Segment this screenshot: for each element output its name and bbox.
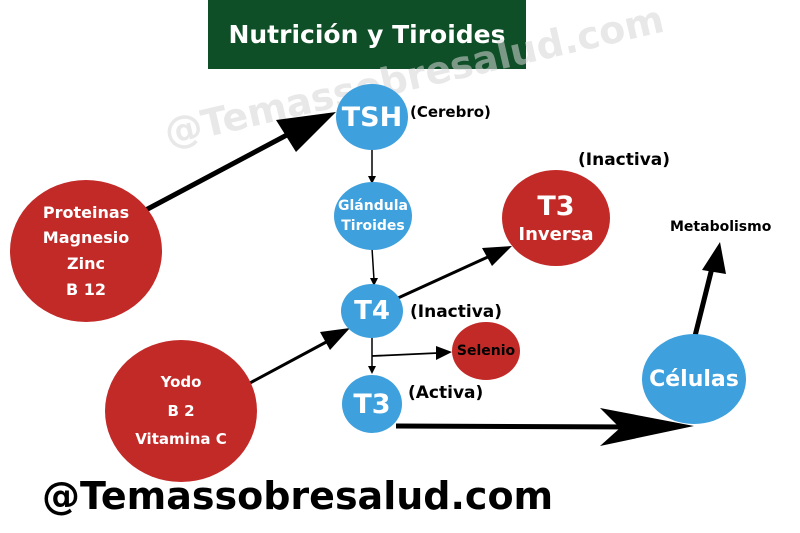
tsh-label: TSH: [341, 101, 403, 133]
selenio-label: Selenio: [456, 343, 516, 359]
arrowhead-selenio: [436, 346, 452, 360]
t4-node: T4: [341, 284, 403, 338]
nutrients-2-line-2: B 2: [167, 401, 195, 420]
selenio-node: Selenio: [452, 322, 520, 380]
arrowhead-metabolismo: [702, 242, 726, 274]
arrow-t4-to-selenio: [371, 352, 439, 357]
t3-inversa-line-1: T3: [537, 190, 575, 222]
t4-note: (Inactiva): [410, 302, 503, 322]
arrowhead-t3: [368, 366, 376, 374]
tsh-note: (Cerebro): [410, 103, 491, 121]
glandula-tiroides-node: Glándula Tiroides: [334, 182, 412, 250]
arrow-t4-to-t3-inversa: [397, 254, 491, 300]
nutrients-1-line-3: Zinc: [67, 254, 105, 273]
nutrients-group-1-node: Proteinas Magnesio Zinc B 12: [10, 180, 162, 322]
t3-inversa-node: T3 Inversa: [502, 170, 610, 266]
celulas-node: Células: [642, 334, 746, 424]
arrow-celulas-to-metabolismo: [692, 259, 717, 337]
glandula-line-1: Glándula: [338, 197, 408, 214]
t4-label: T4: [354, 296, 390, 326]
t3-inversa-note: (Inactiva): [578, 150, 671, 170]
arrow-t3-to-celulas: [395, 423, 641, 430]
arrowhead-t4: [370, 278, 378, 286]
celulas-label: Células: [649, 366, 739, 392]
arrowhead-celulas: [600, 408, 694, 446]
nutrients-group-2-node: Yodo B 2 Vitamina C: [105, 340, 257, 482]
arrow-glandula-to-t4: [371, 247, 375, 281]
arrowhead-glandula: [368, 176, 376, 184]
arrow-nutrients-to-tsh: [140, 125, 302, 215]
metabolismo-label: Metabolismo: [670, 219, 772, 235]
diagram-title: Nutrición y Tiroides: [208, 0, 526, 69]
t3-inversa-line-2: Inversa: [518, 223, 594, 245]
nutrients-1-line-1: Proteinas: [42, 202, 130, 222]
t3-node: T3: [342, 375, 402, 433]
arrow-nutrients2-to-t4: [247, 338, 331, 386]
nutrients-1-line-4: B 12: [65, 279, 107, 299]
t3-label: T3: [353, 388, 391, 420]
arrowhead-t4-from-nutrients: [320, 328, 350, 350]
footer-website: @Temassobresalud.com: [42, 474, 554, 518]
nutrients-2-line-3: Vitamina C: [135, 430, 227, 449]
nutrients-1-line-2: Magnesio: [42, 228, 130, 248]
tsh-node: TSH: [336, 84, 408, 150]
arrowhead-tsh: [276, 112, 336, 152]
arrowhead-t3-inversa: [482, 246, 512, 266]
glandula-line-2: Tiroides: [341, 218, 405, 234]
t3-note: (Activa): [408, 383, 484, 403]
nutrients-2-line-1: Yodo: [160, 373, 202, 392]
